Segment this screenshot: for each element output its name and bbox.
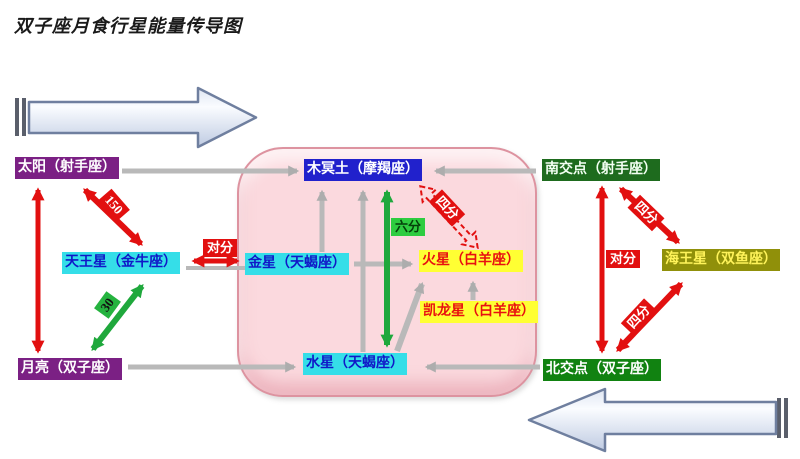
node-south-node: 南交点（射手座）	[542, 159, 660, 181]
node-venus: 金星（天蝎座）	[245, 253, 349, 275]
label-opposition-right: 对分	[606, 250, 641, 268]
bus-mercury-to-mars-diagonal	[394, 281, 425, 353]
node-north-node: 北交点（双子座）	[543, 359, 661, 381]
aspect-jps-mars-square-dashed-arrow	[419, 184, 479, 250]
node-neptune: 海王星（双鱼座）	[662, 249, 780, 271]
node-chiron: 凯龙星（白羊座）	[420, 301, 538, 323]
node-moon: 月亮（双子座）	[18, 358, 122, 380]
node-mercury: 水星（天蝎座）	[303, 353, 407, 375]
node-sun: 太阳（射手座）	[15, 157, 119, 179]
big-arrow-left-icon	[527, 387, 788, 453]
label-opposition-left: 对分	[203, 239, 238, 257]
node-uranus: 天王星（金牛座）	[62, 252, 180, 274]
page-title: 双子座月食行星能量传导图	[14, 16, 242, 36]
big-arrow-right-icon	[15, 86, 258, 149]
aspect-uranus-moon-30-arrow	[90, 283, 145, 352]
node-jupiter-pluto-saturn: 木冥土（摩羯座）	[304, 159, 422, 181]
label-sextile: 六分	[391, 218, 426, 236]
node-mars: 火星（白羊座）	[419, 250, 523, 272]
